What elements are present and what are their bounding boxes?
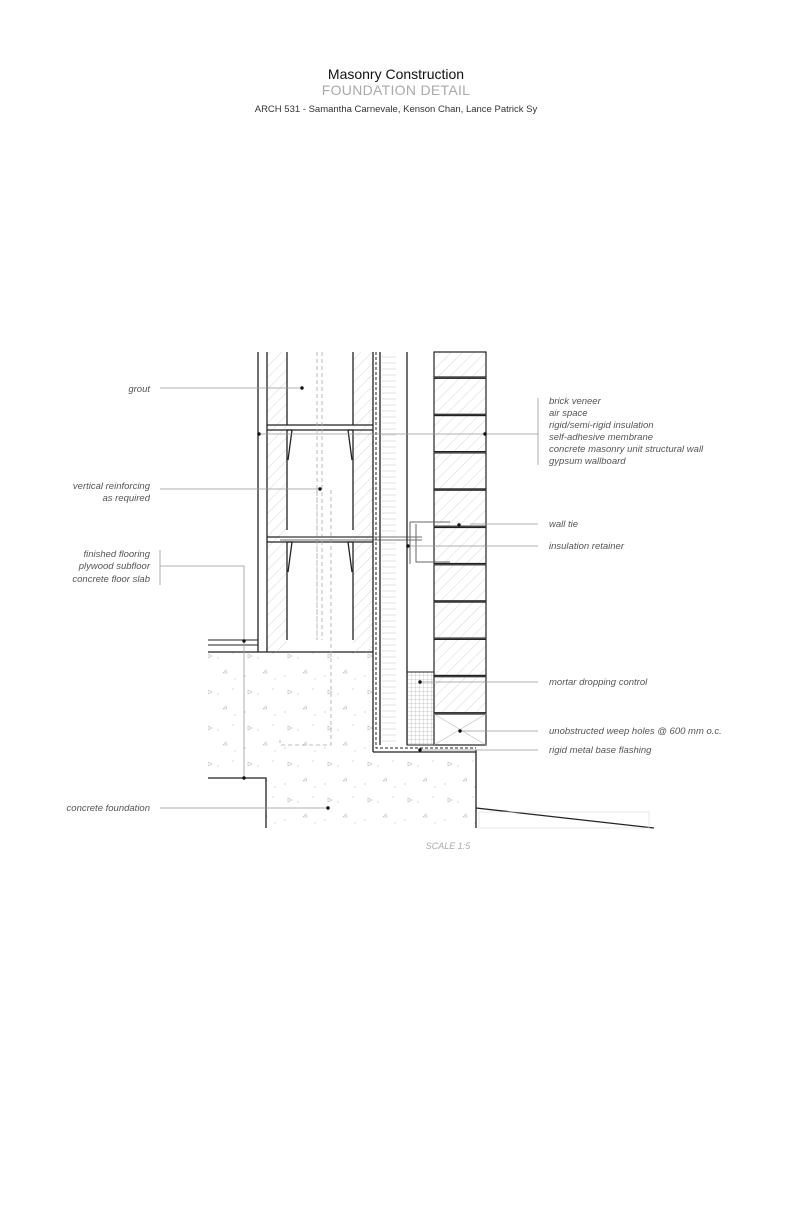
concrete-foundation (208, 651, 655, 829)
label-weep-holes: unobstructed weep holes @ 600 mm o.c. (549, 726, 722, 737)
brick (433, 351, 487, 378)
brick (433, 452, 487, 490)
weep-hole-course (433, 713, 487, 746)
label-cmu-wall: concrete masonry unit structural wall (549, 444, 704, 455)
label-concrete-floor-slab: concrete floor slab (72, 574, 150, 585)
label-mortar-dropping: mortar dropping control (549, 677, 648, 688)
label-base-flashing: rigid metal base flashing (549, 745, 652, 756)
brick (433, 638, 487, 677)
right-labels: brick veneer air space rigid/semi-rigid … (549, 396, 722, 756)
sheet-title: Masonry Construction (327, 66, 465, 82)
label-plywood-subfloor: plywood subfloor (78, 561, 151, 572)
label-insulation: rigid/semi-rigid insulation (549, 420, 654, 431)
label-concrete-foundation: concrete foundation (67, 803, 150, 814)
leader-lines (159, 386, 539, 810)
label-air-space: air space (549, 408, 588, 419)
label-insulation-retainer: insulation retainer (549, 541, 625, 552)
brick (433, 377, 487, 415)
brick (433, 676, 487, 714)
wall-tie (280, 521, 450, 564)
label-membrane: self-adhesive membrane (549, 432, 653, 443)
label-finished-flooring: finished flooring (83, 549, 150, 560)
insulation-and-membrane (373, 352, 476, 753)
label-grout: grout (128, 384, 150, 395)
brick (433, 526, 487, 565)
label-vertical-reinforcing-2: as required (102, 493, 150, 504)
brick (433, 564, 487, 602)
sheet-subtitle: FOUNDATION DETAIL (321, 82, 471, 98)
brick (433, 489, 487, 527)
brick (433, 601, 487, 639)
left-labels: grout vertical reinforcing as required f… (67, 384, 151, 814)
cmu-wall (208, 352, 374, 752)
label-vertical-reinforcing: vertical reinforcing (73, 481, 151, 492)
label-wall-tie: wall tie (549, 519, 578, 530)
scale-label: SCALE 1:5 (426, 841, 472, 851)
label-gypsum: gypsum wallboard (549, 456, 626, 467)
sheet-credits: ARCH 531 - Samantha Carnevale, Kenson Ch… (254, 104, 538, 115)
label-brick-veneer: brick veneer (549, 396, 602, 407)
brick-veneer (433, 351, 487, 714)
